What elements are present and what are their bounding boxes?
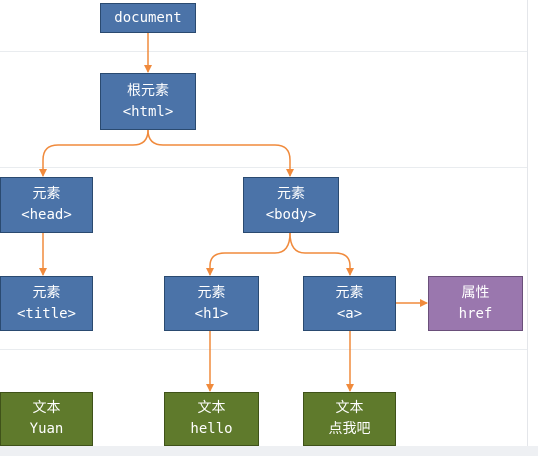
node-document-label: document: [114, 9, 182, 26]
node-head-kind: 元素: [32, 186, 61, 202]
node-head-tag: <head>: [21, 207, 72, 223]
node-h1: 元素 <h1>: [164, 276, 259, 331]
edge-html-body: [147, 129, 294, 177]
node-title-tag: <title>: [16, 305, 76, 322]
node-text-yuan-kind: 文本: [32, 400, 61, 416]
node-text-click-kind: 文本: [335, 400, 364, 416]
node-attr-href-kind: 属性: [461, 284, 490, 301]
node-text-yuan: 文本 Yuan: [0, 392, 93, 446]
node-text-hello-value: hello: [190, 421, 233, 437]
node-attr-href-name: href: [458, 305, 493, 322]
node-title-kind: 元素: [32, 284, 61, 301]
edge-html-head: [39, 129, 149, 177]
node-title: 元素 <title>: [0, 276, 93, 331]
node-html-tag: <html>: [122, 103, 174, 120]
node-text-hello-kind: 文本: [197, 400, 226, 416]
gridline: [0, 167, 528, 168]
node-body-tag: <body>: [265, 207, 317, 223]
edge-body-h1: [206, 232, 291, 276]
gridline: [0, 349, 528, 350]
node-text-hello: 文本 hello: [164, 392, 259, 446]
edge-body-a: [289, 232, 354, 276]
node-html-kind: 根元素: [127, 82, 169, 99]
node-body-kind: 元素: [277, 186, 305, 202]
bottom-border: [0, 446, 538, 456]
gridline: [0, 51, 528, 52]
node-a: 元素 <a>: [303, 276, 396, 331]
node-attr-href: 属性 href: [428, 276, 523, 331]
node-body: 元素 <body>: [243, 177, 339, 233]
node-text-click: 文本 点我吧: [303, 392, 396, 446]
right-border: [527, 0, 528, 456]
node-document: document: [100, 3, 196, 33]
node-a-kind: 元素: [335, 284, 364, 301]
node-head: 元素 <head>: [0, 177, 93, 233]
node-html: 根元素 <html>: [100, 73, 196, 130]
node-a-tag: <a>: [336, 305, 363, 322]
node-text-yuan-value: Yuan: [29, 421, 64, 437]
node-h1-kind: 元素: [197, 284, 226, 301]
node-h1-tag: <h1>: [194, 305, 229, 322]
node-text-click-value: 点我吧: [328, 421, 371, 437]
